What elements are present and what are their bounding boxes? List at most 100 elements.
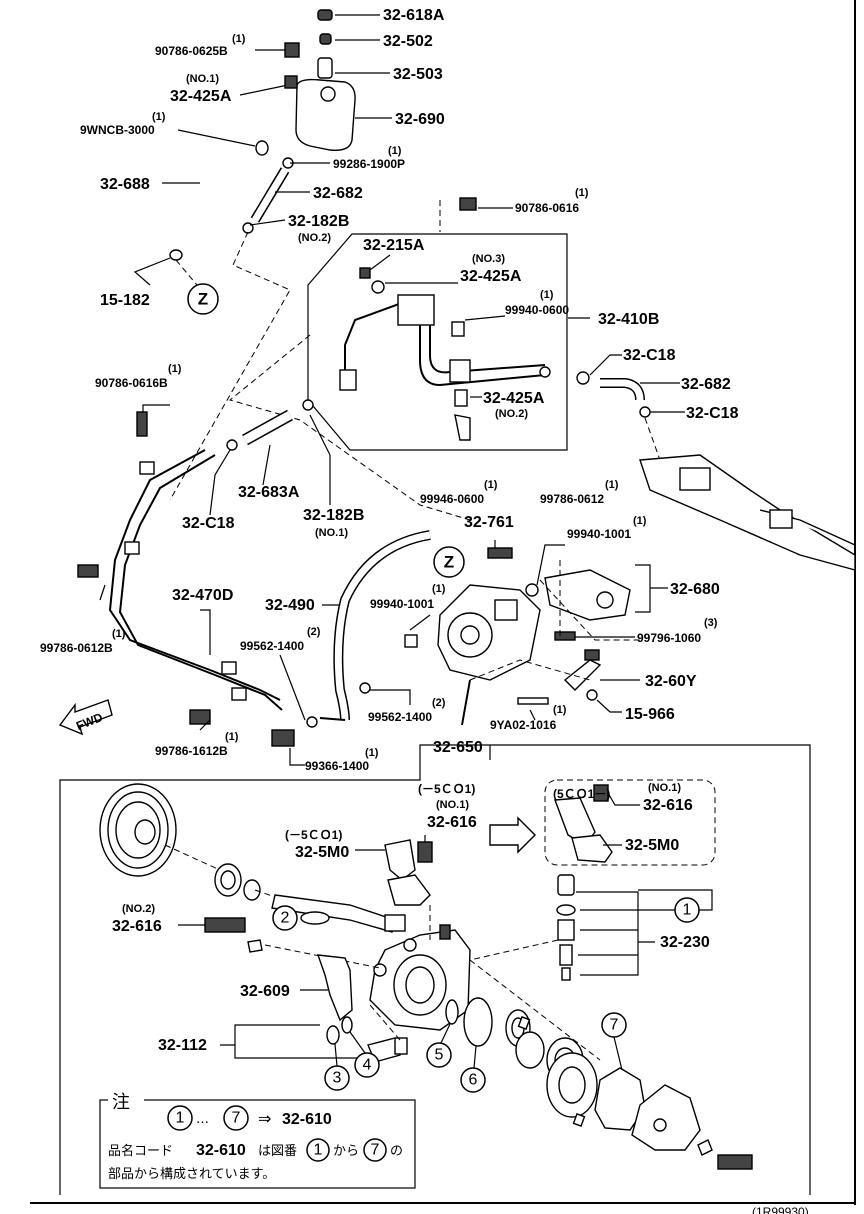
note-line3: 部品から構成されています。 [108, 1167, 275, 1182]
label-32-616-b: 32-616 [643, 797, 693, 814]
qty-99786-0612B: (1) [112, 628, 126, 640]
label-99940-0600: 99940-0600 [505, 303, 569, 317]
key-small [517, 1016, 531, 1030]
plug-small [439, 924, 451, 940]
note-line2a: 品名コード [108, 1143, 173, 1159]
box-5C01 [544, 779, 716, 866]
clip-32-215A [359, 267, 371, 279]
label-no2-a: (NO.2) [298, 232, 331, 244]
label-99286-1900P: 99286-1900P [333, 157, 405, 171]
label-99786-0612: 99786-0612 [540, 492, 604, 506]
pipe-assembly-32-410B [339, 294, 551, 391]
qty-90786-0625B: (1) [232, 33, 246, 45]
label-sc01-dash: (－5ＣＯ1) [418, 782, 475, 796]
pump-housing [369, 929, 471, 1031]
qty-99786-1612B: (1) [225, 731, 239, 743]
washer-99562-a [306, 716, 318, 728]
qty-90786-0616B: (1) [168, 363, 182, 375]
bearing [214, 863, 261, 901]
bolt-32-761 [487, 547, 513, 559]
qty-99940-0600: (1) [540, 289, 554, 301]
label-sc01-dash2: (－5ＣＯ1) [285, 828, 342, 842]
oring-4 [341, 1016, 353, 1034]
valve-32-230 [556, 874, 576, 981]
box-32-650 [59, 744, 811, 1195]
label-32-425A-top: 32-425A [170, 88, 232, 105]
bolt-99796-1060 [554, 631, 576, 641]
callout-1-text: 1 [683, 902, 692, 919]
qty-99940-1001-b: (1) [432, 583, 446, 595]
label-9YA02-1016: 9YA02-1016 [490, 718, 557, 732]
note-line2c: は図番 [258, 1144, 297, 1159]
note-line2e: の [390, 1144, 403, 1159]
callout-5 [426, 1042, 452, 1068]
clip-32-425A-top [284, 75, 298, 89]
qty-99940-1001-a: (1) [633, 515, 647, 527]
label-32-502: 32-502 [383, 33, 433, 50]
clip-32-425A-low [454, 389, 468, 407]
steering-gear [639, 454, 856, 571]
label-99796-1060: 99796-1060 [637, 631, 701, 645]
label-99786-0612B: 99786-0612B [40, 641, 113, 655]
label-32-230: 32-230 [660, 934, 710, 951]
label-15-966: 15-966 [625, 706, 675, 723]
callout-z-1 [187, 283, 219, 315]
note-callout-1 [167, 1105, 193, 1131]
label-32-680: 32-680 [670, 581, 720, 598]
note-32-610: 32-610 [282, 1111, 332, 1128]
label-15-182: 15-182 [100, 292, 150, 309]
label-32-490: 32-490 [265, 597, 315, 614]
label-32-425A-b: 32-425A [460, 268, 522, 285]
callout-4-text: 4 [363, 1057, 372, 1074]
qty-99286-1900P: (1) [388, 145, 402, 157]
label-32-182B-a: 32-182B [288, 213, 349, 230]
oring-6 [463, 997, 493, 1047]
bolt-90786-0616 [459, 197, 477, 211]
label-32-682-a: 32-682 [313, 185, 363, 202]
label-32-683A: 32-683A [238, 484, 300, 501]
qty-99562-1400-b: (2) [432, 697, 446, 709]
hose-32-490 [319, 530, 431, 721]
label-32-425A-c: 32-425A [483, 390, 545, 407]
bolt-32-60Y [584, 649, 600, 661]
note-line2-callout-7 [363, 1138, 387, 1162]
note-line2-c7: 7 [371, 1142, 380, 1159]
label-no2-c: (NO.2) [122, 903, 155, 915]
label-no3: (NO.3) [472, 253, 505, 265]
label-99786-1612B: 99786-1612B [155, 744, 228, 758]
bolt-90786-0625B [284, 42, 300, 58]
note-arrow: ⇒ [258, 1109, 271, 1128]
callout-z-2 [433, 546, 465, 578]
note-box [99, 1099, 416, 1189]
note-title: 注 [112, 1092, 130, 1113]
bolt-32-616-no2 [204, 917, 246, 933]
qty-90786-0616: (1) [575, 187, 589, 199]
note-line2-callout-1 [306, 1138, 330, 1162]
label-32-618A: 32-618A [383, 7, 445, 24]
power-steering-pump [437, 584, 541, 726]
fitting-32-5M0-new [554, 784, 613, 863]
qty-99796-1060: (3) [704, 617, 718, 629]
label-32-182B-b: 32-182B [303, 507, 364, 524]
rotor [515, 1031, 545, 1069]
label-32-688: 32-688 [100, 176, 150, 193]
washer-left [247, 939, 263, 953]
label-99366-1400: 99366-1400 [305, 759, 369, 773]
label-32-609: 32-609 [240, 983, 290, 1000]
label-sc01-box: (5ＣＯ1－) [553, 787, 610, 801]
label-90786-0616: 90786-0616 [515, 201, 579, 215]
washer-99562-b [359, 682, 371, 694]
label-32-761: 32-761 [464, 514, 514, 531]
shaft [271, 894, 406, 933]
label-99562-1400-a: 99562-1400 [240, 639, 304, 653]
label-99562-1400-b: 99562-1400 [368, 710, 432, 724]
clip-15-966 [586, 689, 598, 701]
note-line2d: から [333, 1144, 359, 1159]
z-letter-2: Z [444, 553, 454, 572]
label-no1-b: (NO.1) [315, 527, 348, 539]
label-90786-0625B: 90786-0625B [155, 44, 228, 58]
label-no1-d: (NO.1) [648, 782, 681, 794]
clip-32-425A-mid [371, 280, 385, 294]
note-callout-7 [223, 1105, 249, 1131]
